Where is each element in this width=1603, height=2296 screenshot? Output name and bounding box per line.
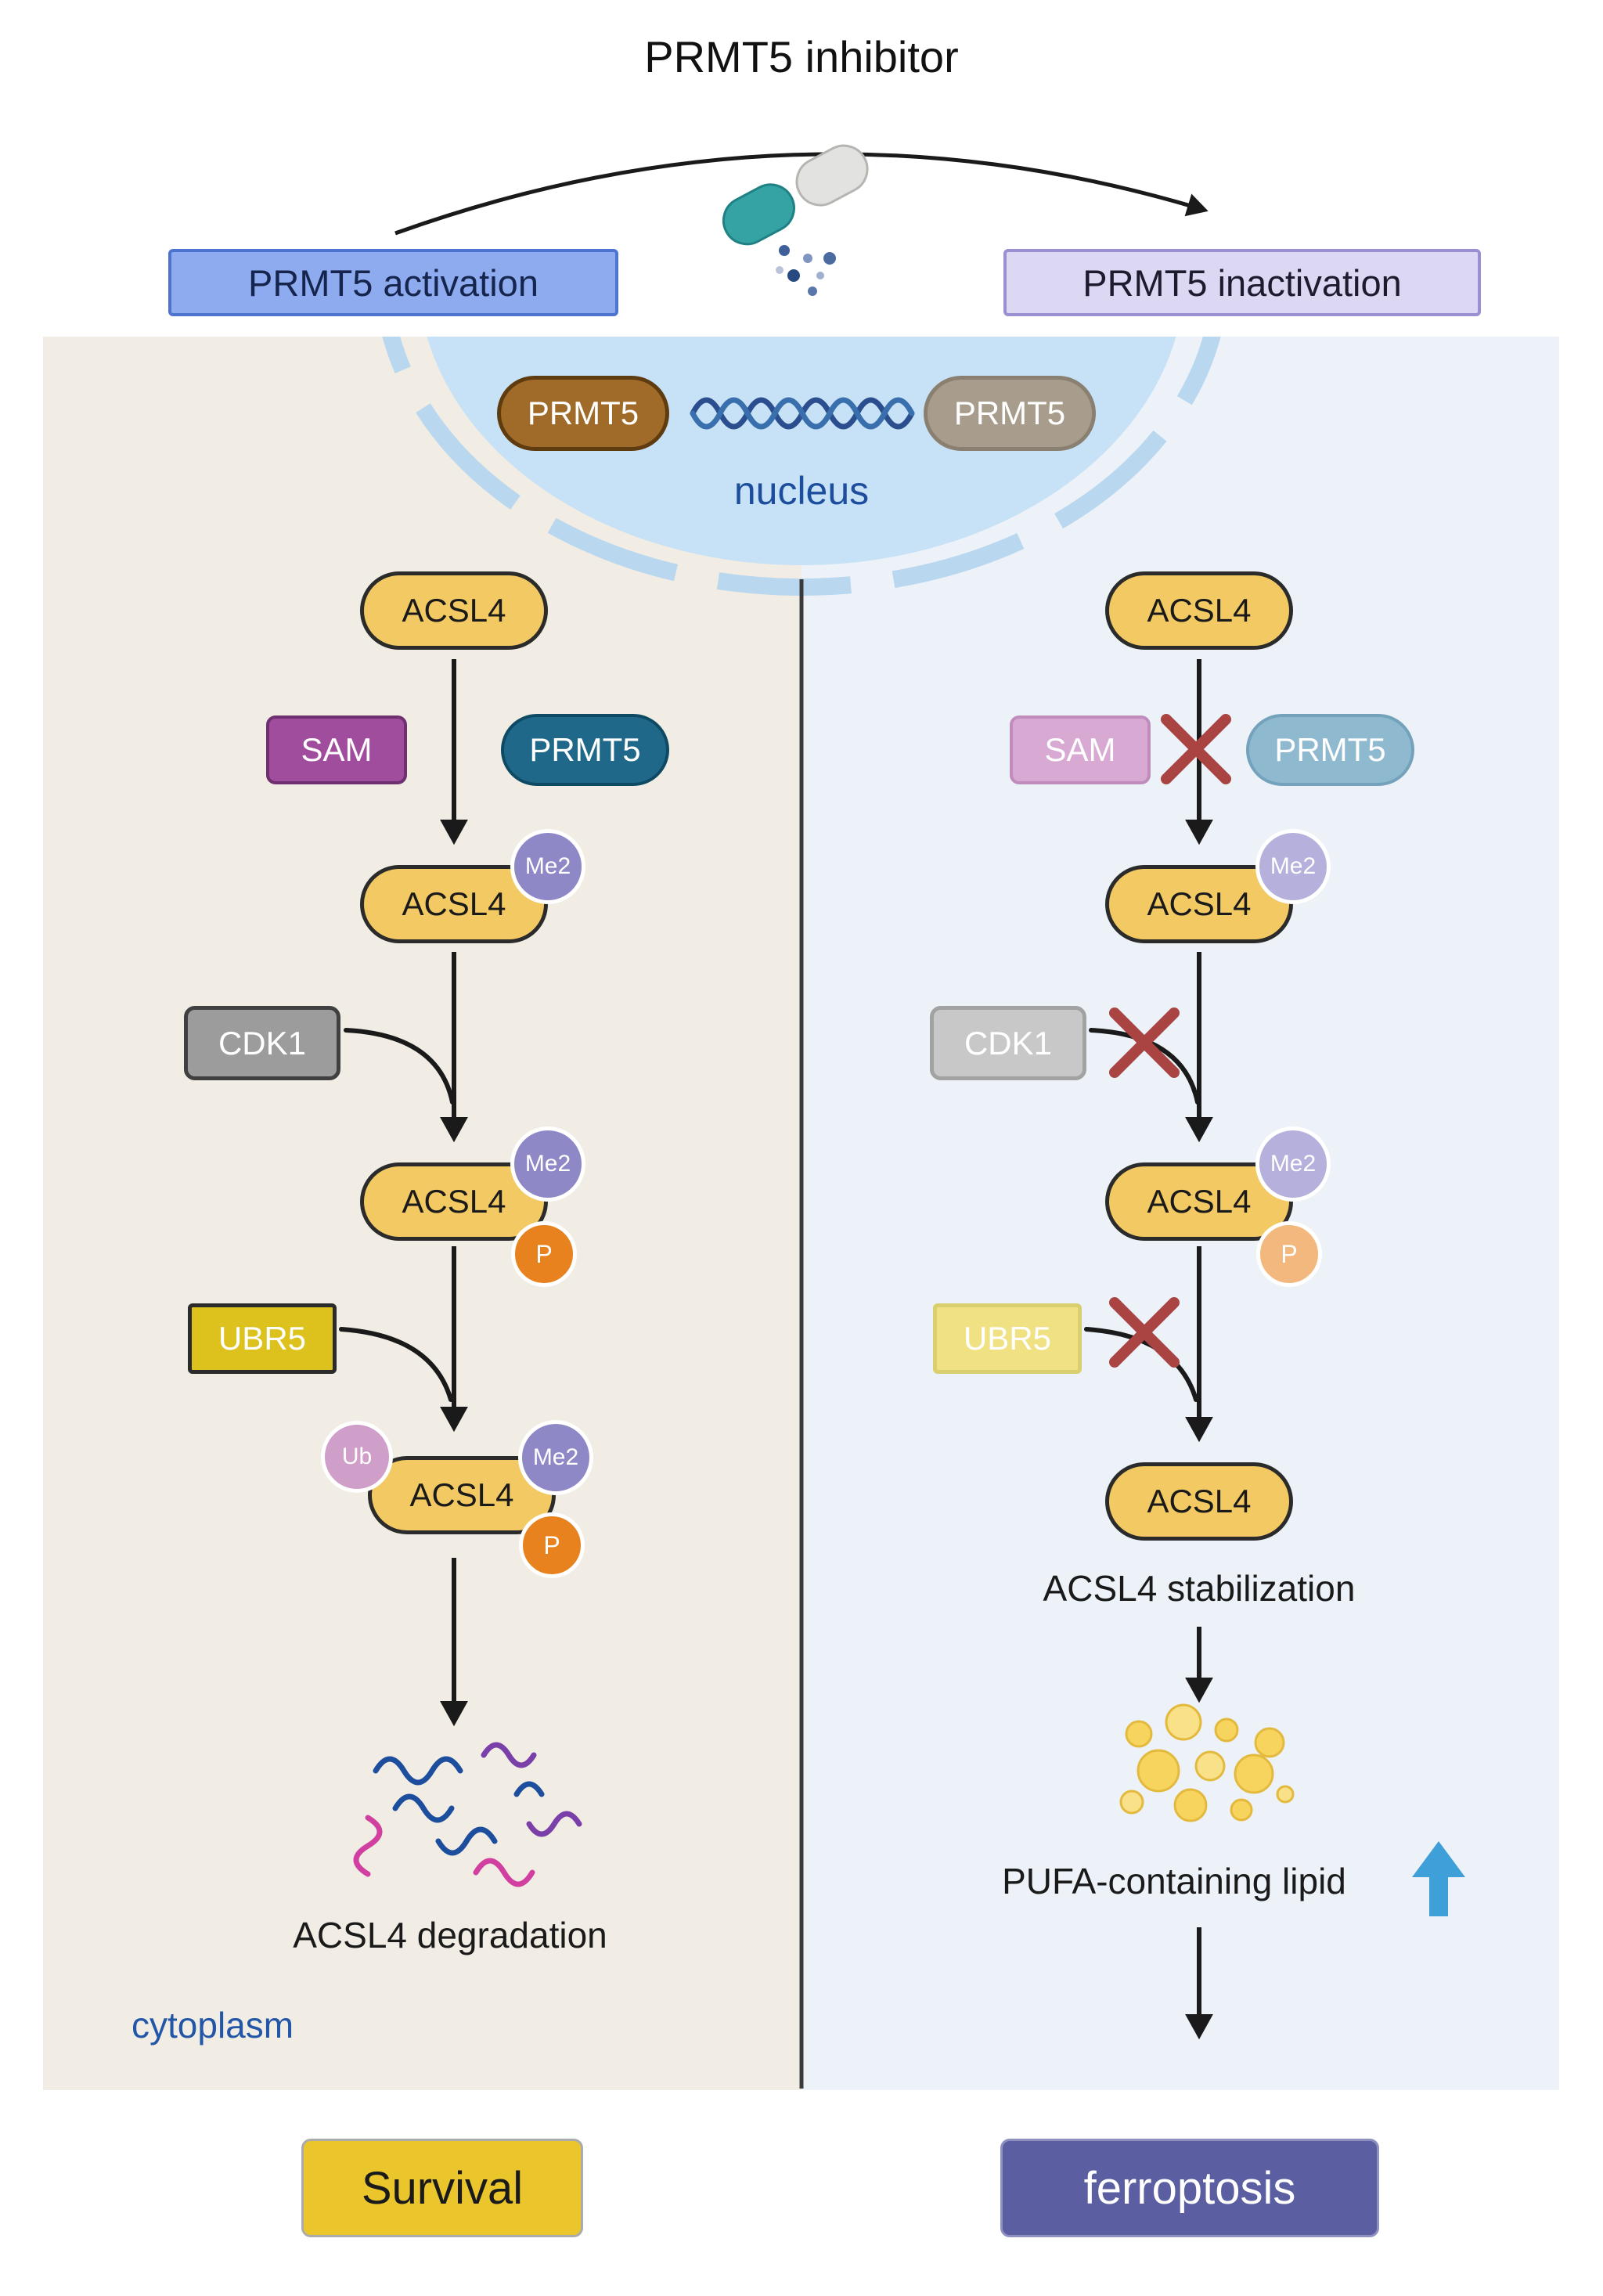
pill-capsule-icon bbox=[722, 144, 869, 296]
me2-badge: Me2 bbox=[510, 829, 585, 904]
sam-node: SAM bbox=[266, 715, 407, 784]
diagram-title: PRMT5 inhibitor bbox=[644, 32, 959, 81]
phospho-badge-faded: P bbox=[1256, 1221, 1322, 1287]
degradation-label: ACSL4 degradation bbox=[293, 1915, 607, 1955]
me2-badge: Me2 bbox=[518, 1420, 593, 1495]
me2-badge: Me2 bbox=[510, 1126, 585, 1202]
ferroptosis-outcome: ferroptosis bbox=[1000, 2139, 1379, 2237]
stabilization-label: ACSL4 stabilization bbox=[1043, 1568, 1356, 1609]
header-prmt5-inactivation: PRMT5 inactivation bbox=[1003, 249, 1481, 316]
pufa-lipid-label: PUFA-containing lipid bbox=[1002, 1861, 1346, 1901]
acsl4-node: ACSL4 bbox=[1105, 571, 1293, 650]
survival-outcome: Survival bbox=[301, 2139, 583, 2237]
me2-badge-faded: Me2 bbox=[1255, 1126, 1331, 1202]
prmt5-node-inactive: PRMT5 bbox=[1246, 714, 1414, 786]
me2-badge-faded: Me2 bbox=[1255, 829, 1331, 904]
ubr5-node: UBR5 bbox=[188, 1303, 337, 1374]
header-prmt5-activation: PRMT5 activation bbox=[168, 249, 618, 316]
acsl4-me2-node-faded: ACSL4 bbox=[1105, 865, 1293, 943]
ubiquitin-badge: Ub bbox=[321, 1421, 393, 1493]
acsl4-me2-p-node-faded: ACSL4 bbox=[1105, 1162, 1293, 1241]
phospho-badge: P bbox=[519, 1512, 585, 1578]
phospho-badge: P bbox=[511, 1221, 577, 1287]
nucleus-label: nucleus bbox=[733, 469, 870, 513]
acsl4-stable-node: ACSL4 bbox=[1105, 1462, 1293, 1541]
cdk1-node-inactive: CDK1 bbox=[930, 1006, 1086, 1080]
acsl4-node: ACSL4 bbox=[360, 571, 548, 650]
prmt5-node: PRMT5 bbox=[501, 714, 669, 786]
nucleus-prmt5-right: PRMT5 bbox=[924, 376, 1096, 451]
ubr5-node-inactive: UBR5 bbox=[933, 1303, 1082, 1374]
sam-node-inactive: SAM bbox=[1010, 715, 1151, 784]
inhibitor-arrow bbox=[394, 152, 1209, 236]
cytoplasm-label: cytoplasm bbox=[131, 2005, 294, 2045]
cdk1-node: CDK1 bbox=[184, 1006, 340, 1080]
nucleus-prmt5-left: PRMT5 bbox=[497, 376, 669, 451]
